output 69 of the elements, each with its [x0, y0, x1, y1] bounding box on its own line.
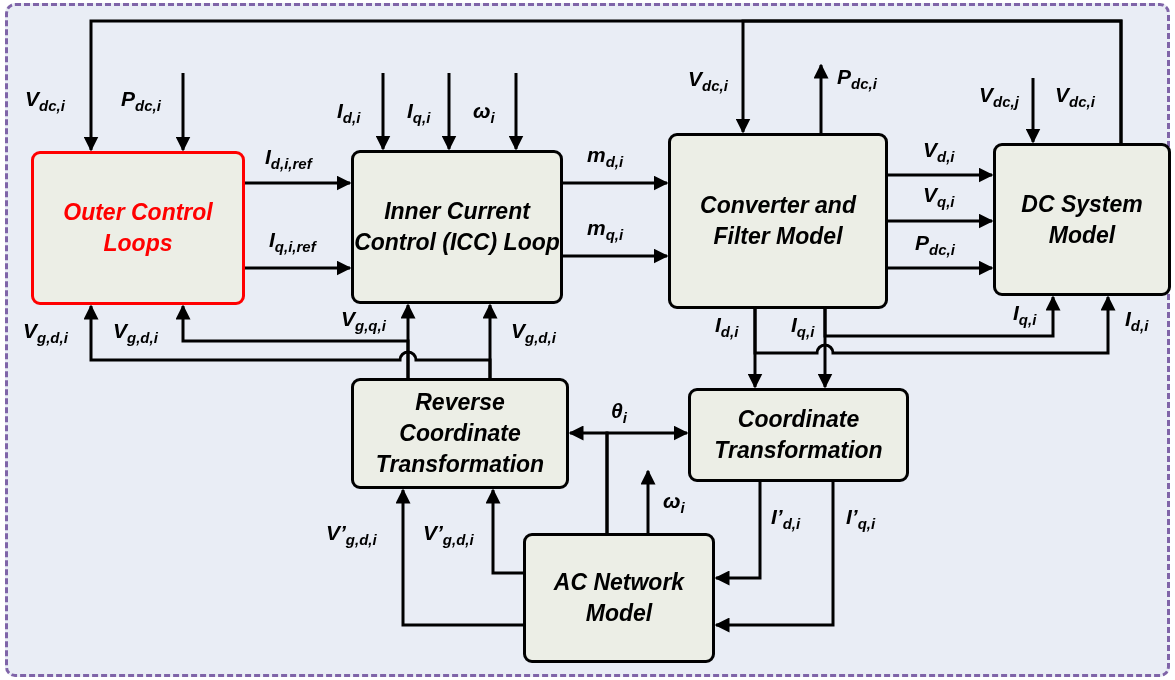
edge-label: I$_{q,i,ref}$ — [269, 228, 316, 257]
block-title: Inner Current Control (ICC) Loop — [354, 197, 560, 257]
edge-label: V’$_{g,d,i}$ — [423, 521, 474, 550]
block-title: DC System Model — [1020, 189, 1144, 250]
edge-label: I$_{q,i}$ — [1013, 301, 1037, 330]
arrow — [735, 19, 1123, 143]
block-box — [31, 151, 245, 305]
arrow — [640, 469, 656, 533]
signal-label: V$_{dc,i}$ — [1055, 83, 1095, 112]
edge-label: ω$_{i}$ — [473, 99, 495, 128]
block-title: Outer Control Loops — [62, 198, 214, 258]
arrow — [245, 260, 352, 276]
arrow — [175, 73, 191, 152]
edge-label: P$_{dc,i}$ — [837, 65, 877, 94]
arrow — [714, 482, 762, 586]
arrow — [400, 303, 416, 378]
edge-label: I$_{d,i}$ — [337, 99, 361, 128]
arrow — [485, 488, 523, 575]
edge-label: I’$_{q,i}$ — [846, 505, 876, 534]
block-box — [351, 378, 569, 489]
edge-label: V’$_{g,d,i}$ — [326, 521, 377, 550]
arrow — [888, 260, 994, 276]
edge-label: V$_{q,i}$ — [923, 183, 955, 212]
edge-label: I$_{d,i}$ — [1125, 307, 1149, 336]
arrow — [714, 482, 835, 633]
arrow — [823, 295, 1061, 338]
arrow — [482, 303, 498, 378]
arrow — [395, 488, 523, 627]
block-box — [523, 533, 715, 663]
arrow — [441, 73, 457, 151]
edge-label: I$_{d,i}$ — [715, 313, 739, 342]
arrow — [1025, 78, 1041, 144]
edge-label: I$_{q,i}$ — [791, 313, 815, 342]
block-box — [668, 133, 888, 309]
arrow — [563, 175, 669, 191]
edge-label: I$_{d,i,ref}$ — [265, 145, 312, 174]
edge-label: θ$_{i}$ — [611, 399, 627, 428]
edge-label: V$_{g,d,i}$ — [511, 319, 556, 348]
edge-label: m$_{d,i}$ — [587, 143, 624, 172]
edge-label: P$_{dc,i}$ — [121, 87, 161, 116]
block-box — [993, 143, 1171, 296]
arrow — [375, 73, 391, 151]
block-title: Converter and Filter Model — [699, 191, 858, 251]
arrow — [605, 425, 689, 533]
edge-label: V$_{dc,i}$ — [25, 87, 65, 116]
arrow — [813, 63, 829, 133]
arrow — [888, 167, 994, 183]
dashed-frame — [5, 3, 1170, 677]
edge-label: I$_{q,i}$ — [407, 99, 431, 128]
edge-label: V$_{g,d,i}$ — [113, 319, 158, 348]
edge-label: V$_{dc,i}$ — [688, 67, 728, 96]
edge-label: m$_{q,i}$ — [587, 216, 624, 245]
edge-label: ω$_{i}$ — [663, 489, 685, 518]
edge-label: V$_{dc,j}$ — [979, 83, 1019, 112]
edge-label: P$_{dc,i}$ — [915, 231, 955, 260]
arrow — [888, 213, 994, 229]
edge-label: V$_{g,q,i}$ — [341, 307, 386, 336]
block-box — [688, 388, 909, 482]
arrow — [753, 295, 1116, 355]
block-title: Reverse Coordinate Transformation — [374, 388, 546, 479]
arrow — [563, 248, 669, 264]
block-title: Coordinate Transformation — [713, 405, 884, 465]
edge-label: V$_{d,i}$ — [923, 138, 955, 167]
edge-label: V$_{g,d,i}$ — [23, 319, 68, 348]
block-title: AC Network Model — [552, 568, 686, 628]
arrow — [245, 175, 352, 191]
edge-label: I’$_{d,i}$ — [771, 505, 801, 534]
arrow — [508, 73, 524, 151]
block-box — [351, 150, 563, 304]
